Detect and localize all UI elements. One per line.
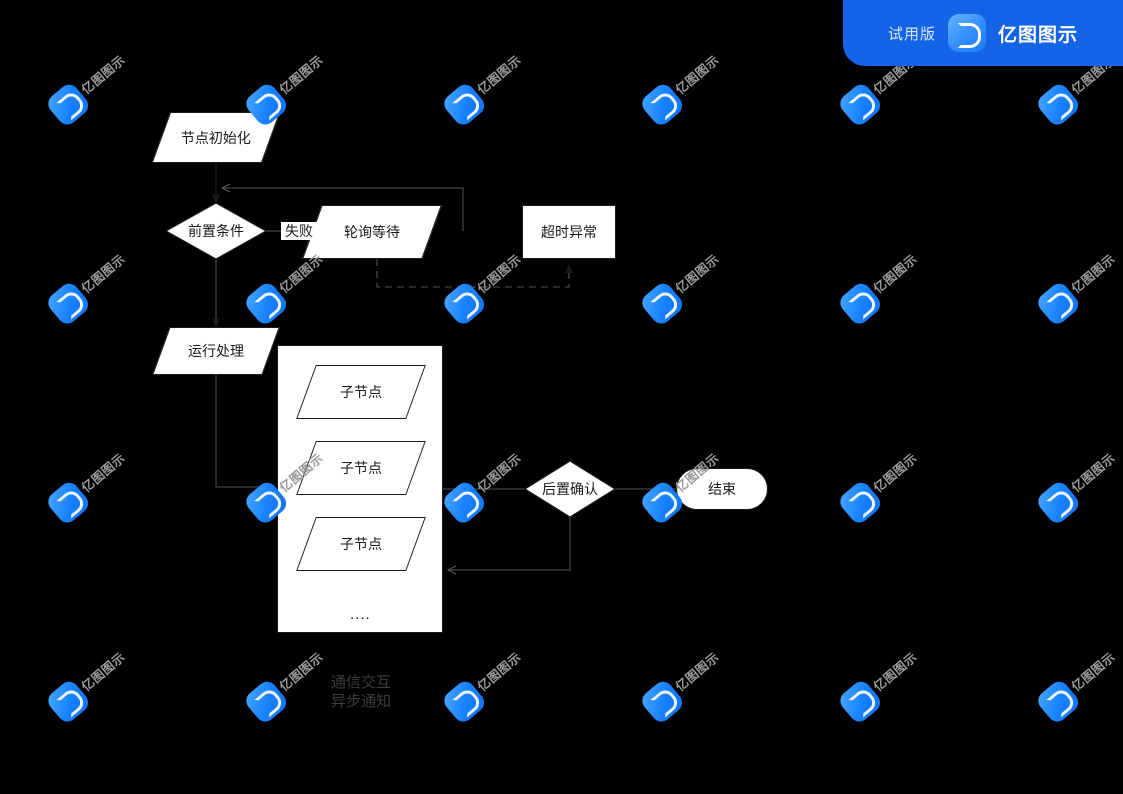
node-init-label: 节点初始化 (181, 129, 251, 146)
trial-label: 试用版 (887, 25, 936, 43)
node-poll-label: 轮询等待 (344, 224, 400, 240)
node-postcheck[interactable]: 后置确认 (525, 461, 615, 517)
node-child-3-label: 子节点 (340, 536, 382, 552)
node-end-label: 结束 (708, 481, 736, 497)
node-precond[interactable]: 前置条件 (166, 203, 266, 259)
node-run[interactable]: 运行处理 (152, 327, 280, 375)
node-child-1[interactable]: 子节点 (296, 365, 426, 419)
brand-badge[interactable]: 试用版 亿图图示 (843, 0, 1123, 66)
edge-label-fail: 失败 (281, 222, 317, 240)
edge-poll-loop-to-precond (222, 188, 464, 231)
edge-poll-to-timeout-dashed (376, 259, 573, 288)
node-child-3[interactable]: 子节点 (296, 517, 426, 571)
edge-postcheck-loop-back (448, 517, 571, 570)
node-precond-label: 前置条件 (188, 223, 244, 239)
node-run-label: 运行处理 (188, 343, 244, 359)
note-async: 异步通知 (331, 693, 392, 710)
node-child-2-label: 子节点 (340, 460, 382, 476)
node-poll[interactable]: 轮询等待 (302, 205, 442, 259)
node-timeout-label: 超时异常 (541, 224, 597, 240)
node-more-dots: .... (350, 606, 371, 623)
node-init[interactable]: 节点初始化 (151, 112, 281, 163)
node-postcheck-label: 后置确认 (542, 481, 598, 497)
app-name-label: 亿图图示 (998, 24, 1079, 46)
node-child-2[interactable]: 子节点 (296, 441, 426, 495)
diamond-shape (525, 461, 615, 517)
note-comm: 通信交互 (331, 674, 392, 691)
node-timeout[interactable]: 超时异常 (522, 205, 616, 259)
edraw-logo-icon (948, 14, 986, 52)
node-child-1-label: 子节点 (340, 384, 382, 400)
edge-run-to-subnodes (215, 375, 272, 491)
node-end[interactable]: 结束 (676, 468, 768, 510)
diamond-shape (166, 203, 266, 259)
